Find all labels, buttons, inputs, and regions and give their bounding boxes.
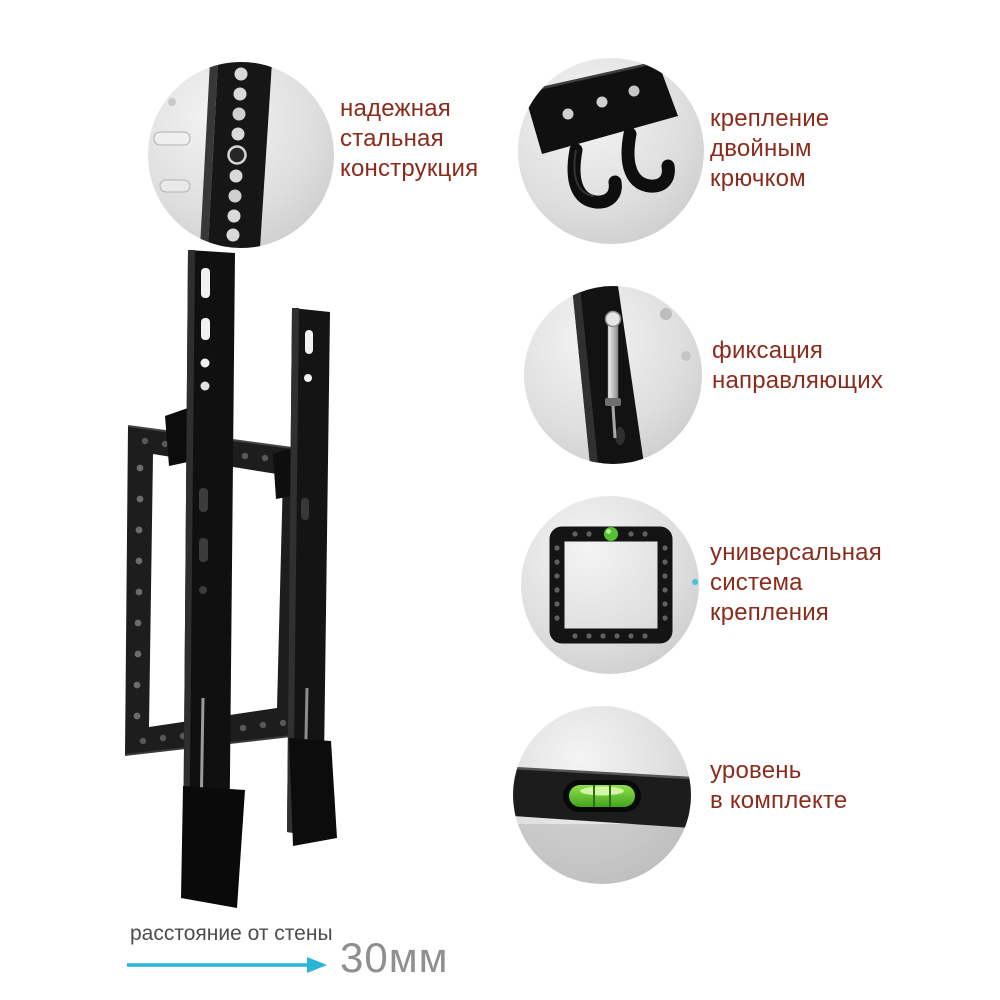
feature-label-steel-construction: надежная стальная конструкция: [340, 95, 479, 182]
mount-frame-image: [549, 526, 698, 644]
double-hook-image: [523, 60, 678, 209]
lock-pin-image: [572, 286, 691, 464]
feature-label-level: уровень в комплекте: [710, 757, 848, 814]
feature-label-universal-mount: универсальная система крепления: [710, 539, 882, 626]
bubble-level-image: [513, 766, 691, 884]
feature-photo-rail-lock: [524, 286, 702, 464]
feature-photo-double-hook: [518, 58, 704, 244]
wall-mount-bracket-image: [124, 250, 337, 908]
feature-photo-level: [513, 706, 691, 884]
distance-caption: расстояние от стены: [130, 922, 333, 945]
steel-strip-image: [153, 62, 272, 248]
feature-photo-steel-construction: [148, 62, 334, 248]
distance-value: 30мм: [340, 934, 449, 981]
feature-label-rail-lock: фиксация направляющих: [712, 337, 884, 394]
feature-label-double-hook: крепление двойным крючком: [710, 105, 830, 192]
feature-photo-universal-mount: [521, 496, 699, 674]
product-image-wall-mount: [95, 238, 375, 918]
distance-arrow-icon: [127, 957, 327, 973]
